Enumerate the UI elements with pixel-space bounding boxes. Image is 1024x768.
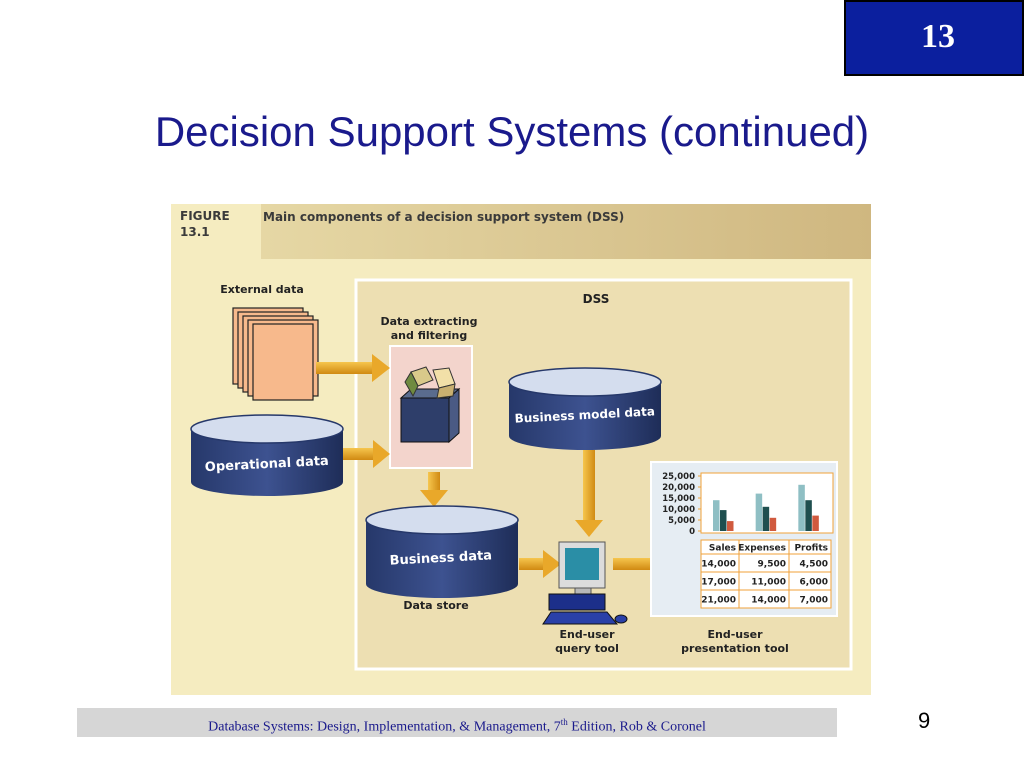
page-number: 9 [918, 708, 931, 733]
chart-bars [713, 484, 819, 531]
bar-expenses [720, 510, 727, 531]
presentation-label-1: End-user [707, 628, 763, 641]
arrow-extract-to-store [420, 472, 448, 507]
figure-label: FIGURE [180, 209, 230, 223]
filter-cube-icon [399, 366, 461, 444]
arrow-model-to-query [575, 450, 603, 537]
table-value: 9,500 [758, 560, 786, 570]
table-value: 14,000 [751, 596, 786, 606]
business-data-label: Business data [389, 548, 492, 568]
table-header: Profits [794, 544, 828, 554]
data-store-label: Data store [403, 599, 468, 612]
chapter-number: 13 [921, 18, 955, 55]
bar-sales [798, 484, 805, 531]
operational-data-label: Operational data [204, 454, 329, 475]
footer-text-1: Database Systems: Design, Implementation… [208, 719, 561, 735]
table-header: Expenses [738, 544, 786, 554]
figure-number: 13.1 [180, 225, 210, 239]
presentation-label-2: presentation tool [681, 642, 789, 655]
external-data-icon [232, 307, 319, 401]
external-data-label: External data [220, 283, 304, 296]
dss-label: DSS [583, 292, 610, 306]
arrow-operational-to-extract [343, 440, 390, 468]
y-tick-label: 5,000 [668, 516, 695, 526]
extracting-label-1: Data extracting [381, 315, 478, 328]
dss-diagram: FIGURE 13.1 Main components of a decisio… [171, 204, 871, 671]
table-value: 21,000 [701, 596, 736, 606]
y-tick-label: 0 [689, 527, 695, 537]
figure-caption: Main components of a decision support sy… [263, 210, 624, 224]
table-value: 14,000 [701, 560, 736, 570]
bar-sales [713, 500, 720, 531]
table-value: 17,000 [701, 578, 736, 588]
y-tick-label: 10,000 [662, 505, 695, 515]
y-tick-label: 25,000 [662, 472, 695, 482]
chapter-badge: 13 [844, 0, 1024, 76]
table-value: 4,500 [800, 560, 828, 570]
slide-title: Decision Support Systems (continued) [154, 108, 870, 155]
query-tool-label-1: End-user [559, 628, 615, 641]
computer-icon [542, 541, 628, 625]
table-value: 6,000 [800, 578, 828, 588]
query-tool-label-2: query tool [555, 642, 619, 655]
figure-label-bg [171, 204, 261, 259]
footer-bar: Database Systems: Design, Implementation… [77, 708, 837, 737]
table-value: 11,000 [751, 578, 786, 588]
bar-sales [755, 493, 763, 531]
business-data-cylinder [365, 505, 519, 598]
table-value-cell [788, 589, 832, 609]
dss-figure: FIGURE 13.1 Main components of a decisio… [171, 204, 871, 695]
bar-profits [727, 521, 734, 531]
operational-data-cylinder [190, 414, 344, 496]
footer-text-2: Edition, Rob & Coronel [567, 719, 706, 735]
footer-sup: th [560, 717, 568, 727]
business-model-data-cylinder [508, 367, 662, 450]
bar-expenses [805, 500, 812, 531]
bar-expenses [762, 506, 770, 531]
table-value: 7,000 [800, 596, 828, 606]
caption-band [171, 204, 871, 259]
arrow-store-to-query [519, 550, 561, 578]
bar-profits [769, 517, 777, 531]
y-tick-label: 15,000 [662, 494, 695, 504]
extracting-label-2: and filtering [391, 329, 468, 342]
table-header: Sales [709, 544, 736, 554]
bar-profits [812, 515, 819, 531]
y-tick-label: 20,000 [662, 483, 695, 493]
arrow-external-to-extract [316, 354, 390, 382]
